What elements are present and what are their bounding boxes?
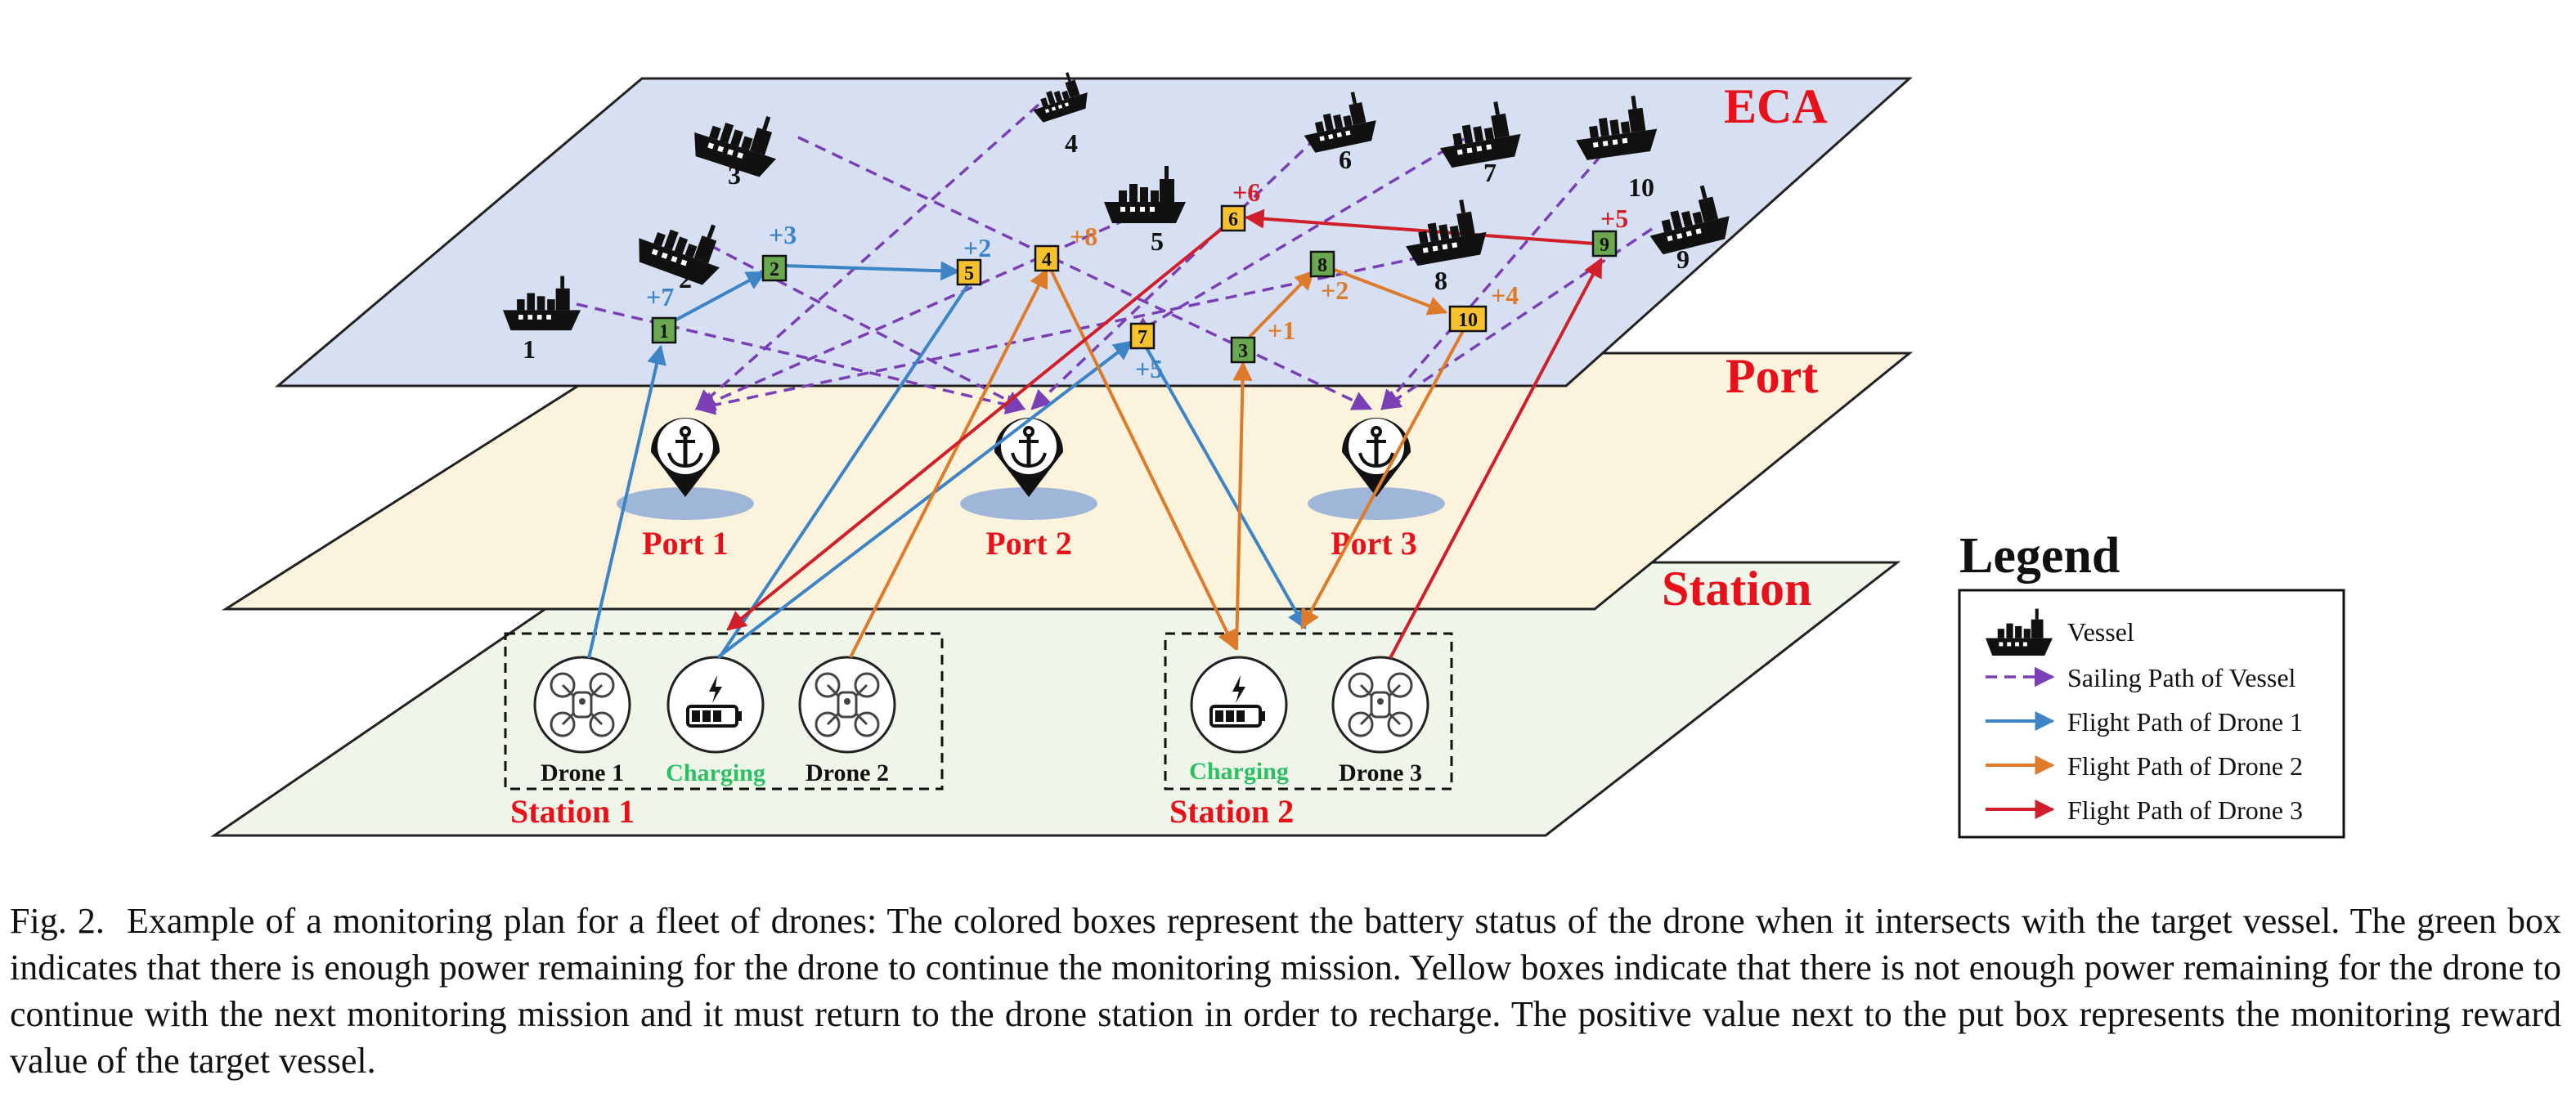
eca-layer-label: ECA [1724, 79, 1828, 133]
legend-item-sailing-path: Sailing Path of Vessel [2067, 663, 2296, 692]
sailing-path-v4 [695, 103, 1040, 410]
port-3-label: Port 3 [1331, 525, 1417, 562]
flight-path-drone-3 [726, 208, 1603, 659]
battery-box-label-8: 8 [1317, 255, 1327, 276]
legend-box [1958, 589, 2345, 839]
vessel-1-label: 1 [523, 334, 536, 364]
legend-item-drone-2: Flight Path of Drone 2 [2067, 751, 2303, 781]
vessel-4-label: 4 [1065, 128, 1078, 158]
battery-box-9 [1591, 230, 1618, 258]
station-layer-label: Station [1662, 562, 1811, 616]
reward-label-7: +5 [1135, 354, 1163, 383]
battery-box-label-10: 10 [1458, 310, 1478, 331]
reward-label-8: +2 [1321, 275, 1349, 305]
battery-box-label-3: 3 [1238, 341, 1248, 362]
station-1-drone-2-label: Drone 2 [806, 759, 889, 786]
drone-1-icon [533, 656, 631, 754]
battery-status-boxes: 1+72+35+27+54+83+18+210+49+56+6 [646, 177, 1628, 383]
reward-label-2: +3 [769, 220, 797, 249]
station-1-box [504, 632, 944, 791]
reward-label-6: +6 [1232, 177, 1260, 207]
vessel-5-label: 5 [1151, 226, 1164, 256]
vessel-6-label: 6 [1339, 145, 1352, 174]
drone-2-icon [798, 656, 896, 754]
battery-box-label-1: 1 [659, 321, 669, 343]
charging-icon-station-2 [1190, 656, 1288, 754]
flight-path-drone-1 [587, 261, 1307, 659]
vessel-8-label: 8 [1434, 266, 1447, 295]
station-2-box [1164, 632, 1453, 791]
reward-label-5: +2 [963, 233, 991, 262]
station-2-charging-label: Charging [1189, 758, 1289, 785]
battery-box-label-7: 7 [1138, 327, 1147, 348]
vessel-9-label: 9 [1676, 244, 1690, 274]
battery-box-8 [1309, 250, 1335, 278]
legend-title: Legend [1959, 528, 2120, 584]
battery-box-label-5: 5 [964, 263, 974, 284]
legend-item-vessel: Vessel [2067, 617, 2134, 647]
battery-box-label-2: 2 [770, 259, 779, 280]
sailing-path-v1 [576, 302, 1026, 414]
reward-label-1: +7 [646, 282, 674, 311]
sailing-path-v7 [1130, 137, 1465, 337]
sailing-path-v8 [694, 252, 1440, 415]
sailing-path-v9 [1380, 227, 1653, 410]
battery-box-label-4: 4 [1042, 249, 1052, 271]
reward-label-4: +8 [1070, 222, 1097, 251]
caption-label: Fig. 2. [10, 901, 105, 941]
reward-label-10: +4 [1491, 280, 1519, 310]
battery-box-5 [956, 258, 982, 286]
station-2-drone-3-label: Drone 3 [1339, 759, 1422, 786]
sailing-paths [576, 103, 1653, 415]
caption-text: Example of a monitoring plan for a fleet… [10, 901, 2562, 1081]
battery-box-6 [1220, 204, 1246, 232]
sailing-path-v6 [1030, 136, 1318, 410]
vessel-2-label: 2 [679, 264, 692, 293]
reward-label-9: +5 [1600, 204, 1628, 233]
battery-box-7 [1129, 322, 1156, 350]
station-1-label: Station 1 [510, 793, 635, 830]
battery-box-3 [1230, 336, 1256, 364]
charging-icon-station-1 [666, 656, 765, 754]
flight-path-drone-2 [849, 267, 1465, 658]
battery-box-1 [651, 316, 677, 344]
station-1-charging-label: Charging [666, 759, 765, 786]
figure-caption: Fig. 2. Example of a monitoring plan for… [10, 898, 2561, 1084]
vessel-7-label: 7 [1483, 158, 1497, 187]
station-2-label: Station 2 [1169, 793, 1294, 830]
port-1-label: Port 1 [642, 525, 729, 562]
battery-box-label-9: 9 [1600, 235, 1609, 256]
legend-item-drone-1: Flight Path of Drone 1 [2067, 707, 2303, 737]
port-layer-label: Port [1726, 349, 1818, 403]
legend-item-drone-3: Flight Path of Drone 3 [2067, 795, 2303, 825]
drone-3-icon [1331, 656, 1429, 754]
battery-box-label-6: 6 [1228, 209, 1238, 231]
battery-box-4 [1034, 244, 1060, 272]
reward-label-3: +1 [1268, 316, 1295, 345]
port-2-label: Port 2 [985, 525, 1072, 562]
station-1-drone-1-label: Drone 1 [541, 759, 624, 786]
vessel-10-label: 10 [1628, 172, 1654, 202]
vessel-3-label: 3 [728, 160, 741, 190]
sailing-path-v3 [797, 136, 1373, 410]
battery-box-10 [1448, 305, 1488, 333]
battery-box-2 [761, 254, 788, 282]
monitoring-plan-diagram: ECA Port Station Port 1 Port 2 Port 3 Dr… [210, 68, 2345, 839]
